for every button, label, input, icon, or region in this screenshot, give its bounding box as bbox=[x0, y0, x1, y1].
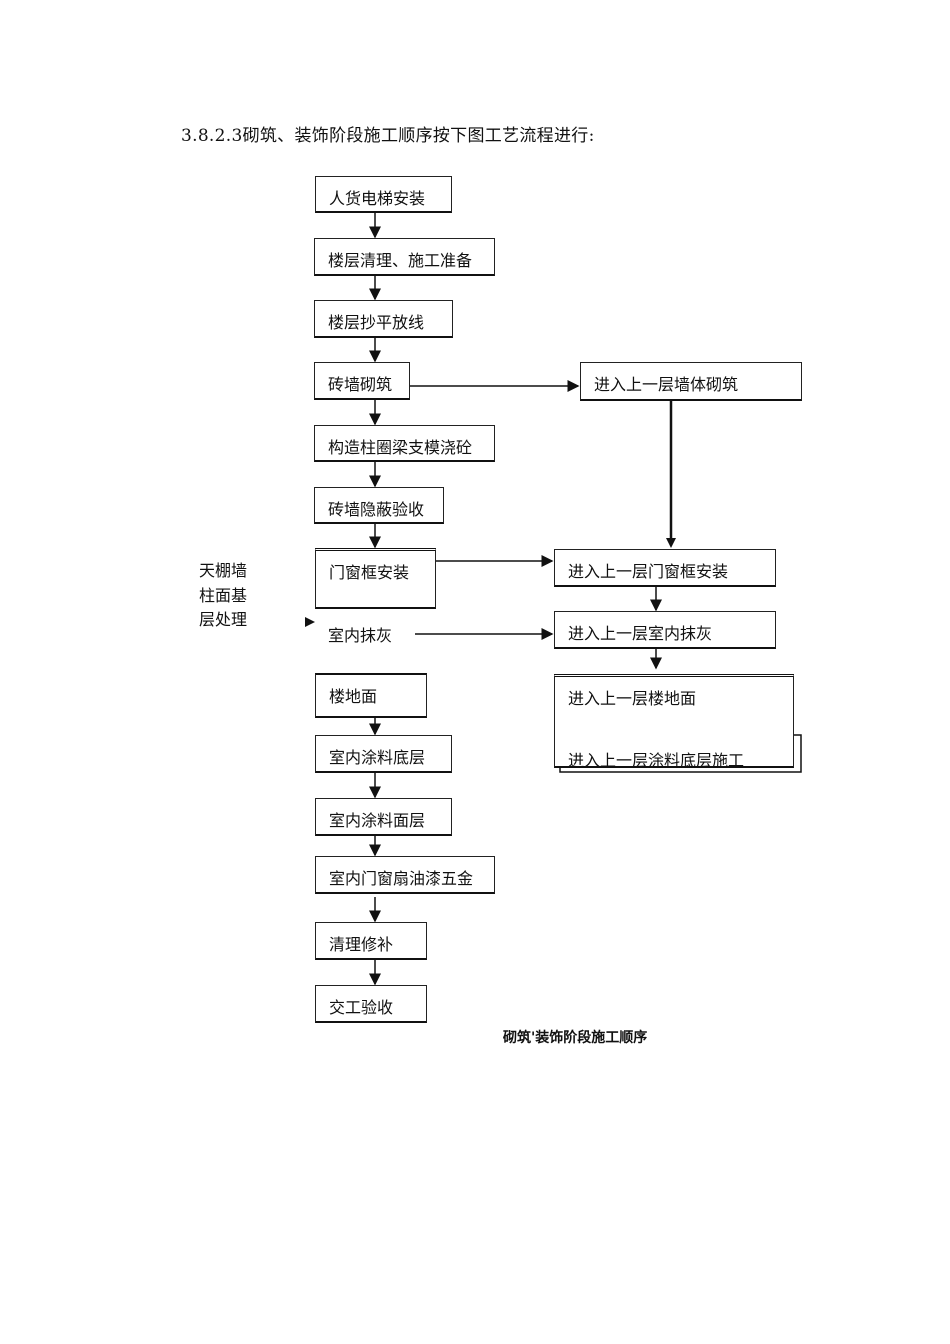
right-step-box: 进入上一层墙体砌筑 bbox=[580, 362, 802, 401]
side-note-line: 柱面基 bbox=[199, 586, 248, 605]
step-label: 进入上一层楼地面 bbox=[568, 689, 697, 708]
step-label: 楼层清理、施工准备 bbox=[328, 251, 473, 270]
side-note-line: 层处理 bbox=[199, 610, 248, 629]
step-label: 砖墙砌筑 bbox=[328, 375, 393, 394]
step-label: 人货电梯安装 bbox=[329, 189, 426, 208]
step-box: 砖墙隐蔽验收 bbox=[314, 487, 444, 524]
step-label: 室内涂料底层 bbox=[329, 748, 426, 767]
right-step-box: 进入上一层室内抹灰 bbox=[554, 611, 776, 649]
step-label: 门窗框安装 bbox=[329, 563, 410, 582]
section-heading: 3.8.2.3砌筑、装饰阶段施工顺序按下图工艺流程进行: bbox=[181, 126, 595, 146]
step-label: 交工验收 bbox=[329, 998, 394, 1017]
step-box: 室内涂料面层 bbox=[315, 798, 452, 836]
step-label: 构造柱圈梁支模浇砼 bbox=[328, 438, 473, 457]
step-label: 进入上一层室内抹灰 bbox=[568, 624, 713, 643]
step-label: 进入上一层门窗框安装 bbox=[568, 562, 729, 581]
side-arrow bbox=[305, 617, 315, 627]
step-box: 楼层抄平放线 bbox=[314, 300, 453, 338]
step-box: 室内门窗扇油漆五金 bbox=[315, 856, 495, 894]
step-box: 清理修补 bbox=[315, 922, 427, 960]
step-label: 砖墙隐蔽验收 bbox=[328, 500, 425, 519]
step-box: 构造柱圈梁支模浇砼 bbox=[314, 425, 495, 462]
figure-caption: 砌筑'装饰阶段施工顺序 bbox=[503, 1030, 648, 1046]
step-box: 交工验收 bbox=[315, 985, 427, 1023]
step-label: 楼地面 bbox=[329, 687, 378, 706]
step-box: 砖墙砌筑 bbox=[314, 362, 410, 400]
step-label: 进入上一层涂料底层施工 bbox=[568, 751, 745, 770]
step-label-plastering: 室内抹灰 bbox=[328, 626, 393, 645]
right-step-box: 进入上一层门窗框安装 bbox=[554, 549, 776, 587]
step-label: 进入上一层墙体砌筑 bbox=[594, 375, 739, 394]
side-note-line: 天棚墙 bbox=[199, 561, 248, 580]
step-box: 室内涂料底层 bbox=[315, 735, 452, 773]
step-box: 人货电梯安装 bbox=[315, 176, 452, 213]
step-label: 清理修补 bbox=[329, 935, 394, 954]
step-box: 门窗框安装 bbox=[315, 548, 436, 609]
right-step-box: 进入上一层楼地面 进入上一层涂料底层施工 bbox=[554, 674, 794, 770]
step-label: 楼层抄平放线 bbox=[328, 313, 425, 332]
step-box: 楼地面 bbox=[315, 673, 427, 718]
step-label: 室内涂料面层 bbox=[329, 811, 426, 830]
step-box: 楼层清理、施工准备 bbox=[314, 238, 495, 276]
step-label: 室内门窗扇油漆五金 bbox=[329, 869, 474, 888]
